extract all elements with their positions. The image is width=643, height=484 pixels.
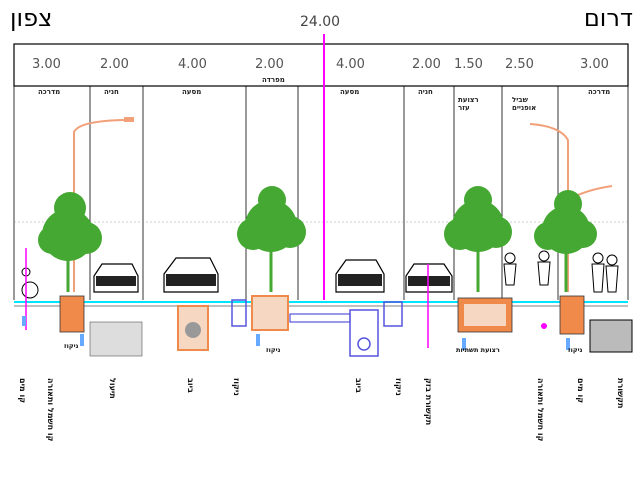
utility-legend-label: קו חשמל ותאורה <box>46 378 55 442</box>
zone-label: מדרכה <box>588 88 611 96</box>
width-label: 2.00 <box>412 57 441 72</box>
zone-label: רצועת עזר <box>458 96 479 112</box>
utility-legend-label: תקשורת בזק <box>424 378 433 426</box>
total-width-label: 24.00 <box>300 14 341 30</box>
zone-label: שביל אופניים <box>512 96 537 112</box>
utility-label: ניקוז <box>64 342 79 350</box>
utility-legend-label: ביוב <box>354 378 363 393</box>
width-label: 4.00 <box>336 57 365 72</box>
south-direction-label: דרום <box>583 4 633 32</box>
utility-legend-label: קו מים <box>576 378 585 404</box>
width-label: 2.00 <box>255 57 284 72</box>
utility-legend-label: קו מים <box>18 378 27 404</box>
width-label: 4.00 <box>178 57 207 72</box>
width-label: 1.50 <box>454 57 483 72</box>
utility-legend-label: תקשורת <box>616 378 625 409</box>
utility-label: רצועת תשתיות <box>456 346 500 354</box>
zone-label: מסעה <box>340 88 360 96</box>
width-label: 3.00 <box>32 57 61 72</box>
utility-label: ניקוז <box>568 346 583 354</box>
zone-label: חניה <box>104 88 119 96</box>
utility-label: ניקוז <box>266 346 281 354</box>
width-label: 2.00 <box>100 57 129 72</box>
zone-label: מפרדה <box>262 76 285 84</box>
zone-label: מסעה <box>182 88 202 96</box>
zone-label: חניה <box>418 88 433 96</box>
north-direction-label: צפון <box>10 4 53 32</box>
utility-legend-label: ניקוז <box>232 378 241 396</box>
utility-legend-label: ניקוז <box>394 378 403 396</box>
utility-legend-label: קו חשמל ותאורה <box>536 378 545 442</box>
width-label: 2.50 <box>505 57 534 72</box>
utility-legend-label: תיעול <box>108 378 117 399</box>
utility-legend-label: ביוב <box>186 378 195 393</box>
width-label: 3.00 <box>580 57 609 72</box>
zone-label: מדרכה <box>38 88 61 96</box>
